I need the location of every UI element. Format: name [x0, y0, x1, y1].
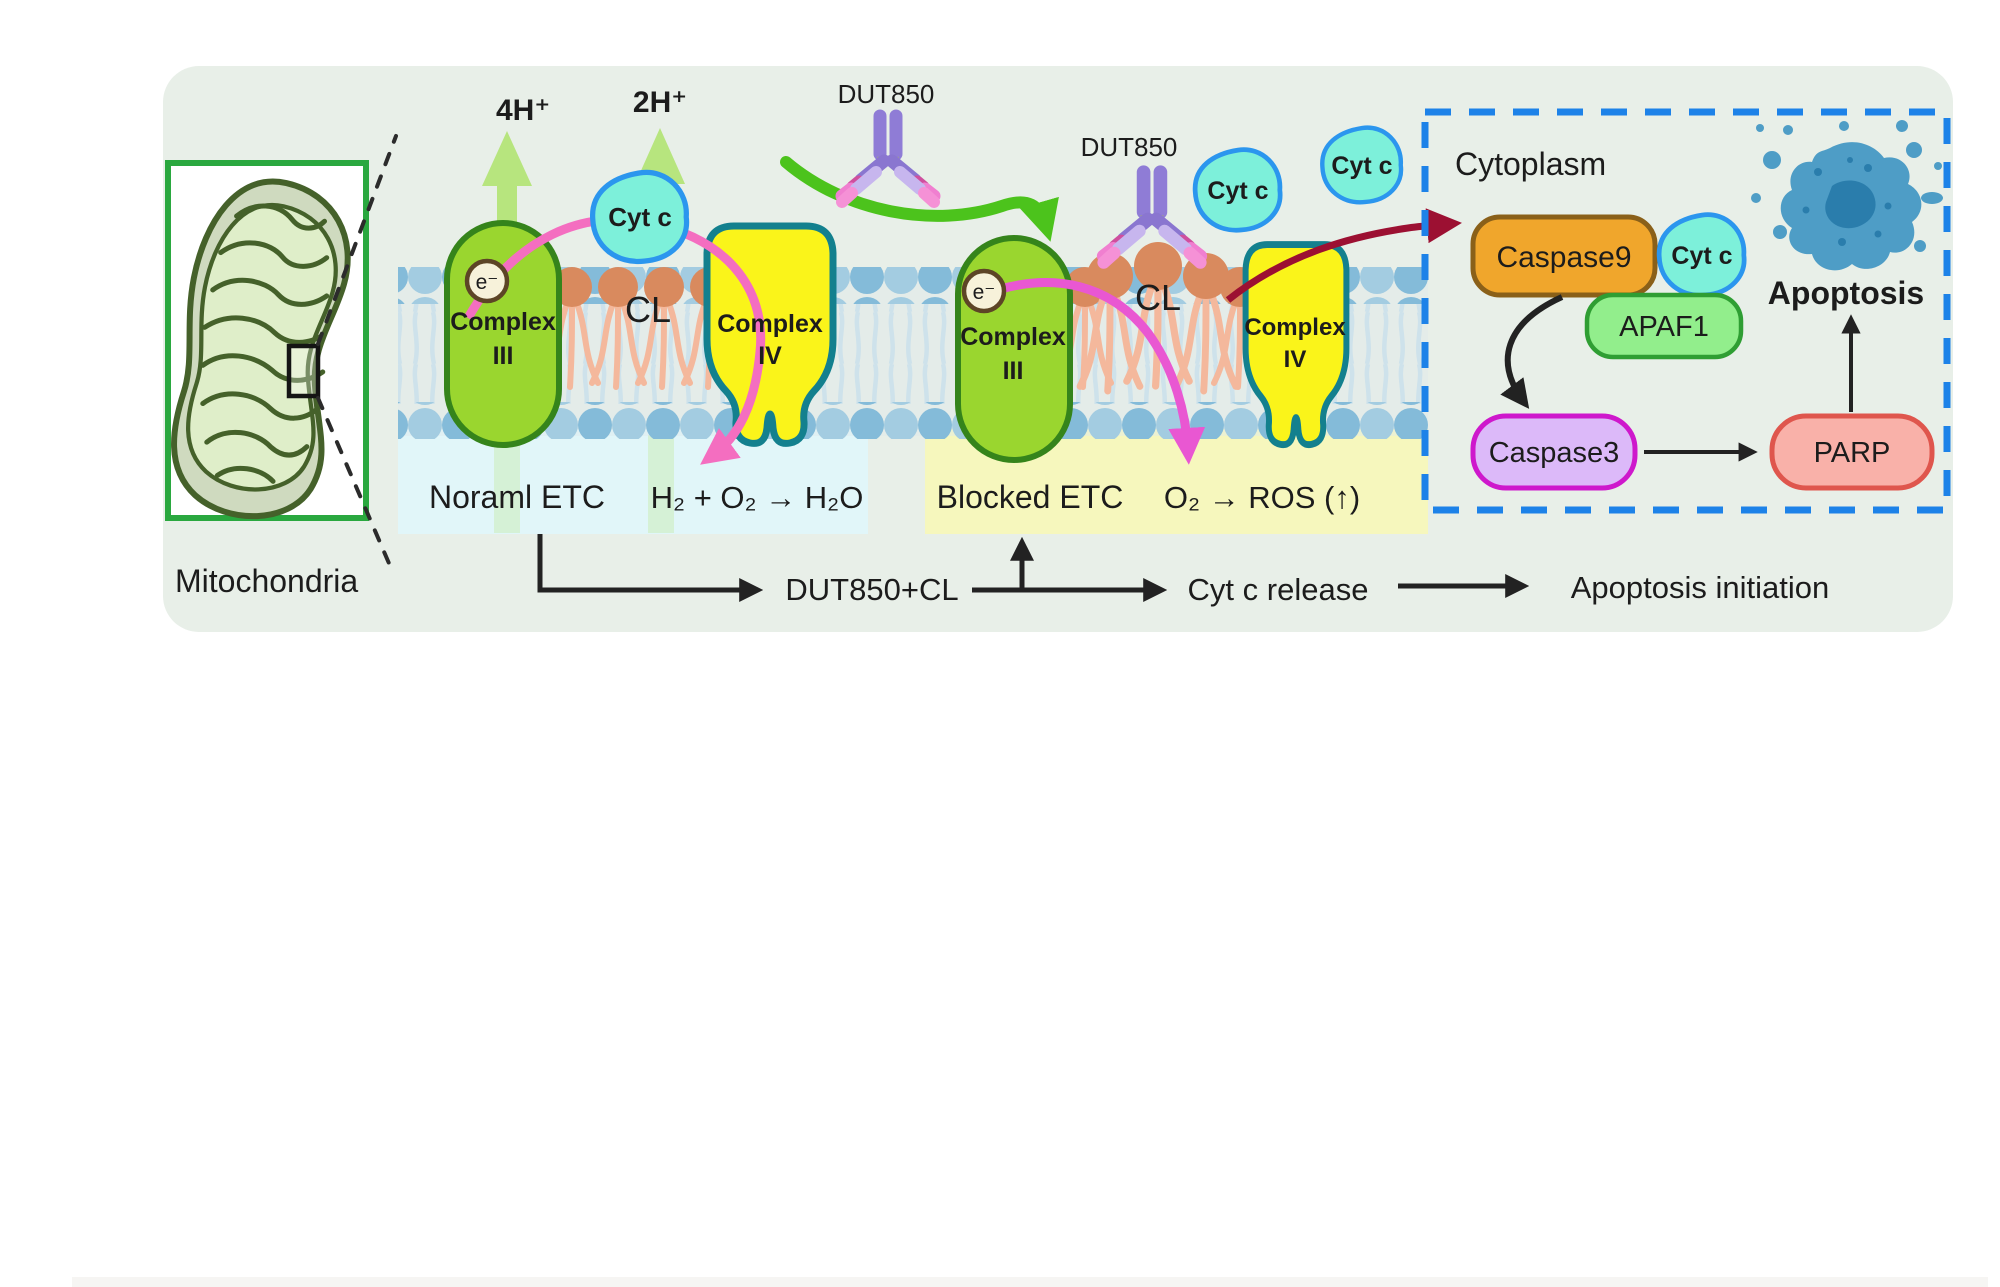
cardiolipin-label-normal: CL [625, 289, 671, 330]
complex3-normal-label-2: III [493, 342, 514, 370]
cytc-released-1: Cyt c [1195, 150, 1280, 231]
flow-step1-label: DUT850+CL [785, 572, 958, 607]
complex3-normal-label-1: Complex [450, 308, 556, 336]
cytoplasm-box [1421, 108, 1951, 514]
apaf1-label: APAF1 [1619, 311, 1709, 343]
cytc-release-arrow [1225, 208, 1462, 303]
complex4-normal-label-1: Complex [717, 310, 823, 338]
electron-flow-arrow-normal [464, 215, 766, 465]
caspase9-label: Caspase9 [1496, 241, 1631, 274]
cytc-cytoplasm-label: Cyt c [1671, 242, 1732, 270]
electron-badge-blocked: e⁻ [961, 268, 1007, 314]
caspase3-node: Caspase3 [1470, 413, 1638, 491]
mitochondria-illustration [167, 174, 356, 524]
proton-label-2h: 2H⁺ [633, 86, 687, 119]
parp-label: PARP [1814, 437, 1891, 469]
complex4-blocked-label-2: IV [1284, 346, 1307, 373]
flow-step3-label: Apoptosis initiation [1571, 570, 1830, 605]
cytc-released-1-label: Cyt c [1207, 177, 1268, 205]
normal-etc-label: Noraml ETC [429, 479, 605, 515]
electron-label-normal: e⁻ [476, 271, 499, 294]
summary-flow: DUT850+CL Cyt c release Apoptosis initia… [537, 534, 1830, 607]
ros-reaction-label: O₂ → ROS (↑) [1164, 480, 1360, 515]
apoptotic-cell-icon [1751, 120, 1943, 271]
dut850-label-top: DUT850 [838, 79, 935, 109]
cytc-cytoplasm: Cyt c [1659, 215, 1744, 296]
complex4-normal-label-2: IV [758, 342, 782, 370]
zoom-projection-line-bottom [316, 396, 393, 570]
flow-step2-label: Cyt c release [1188, 572, 1369, 607]
flow-elbow-arrow [537, 534, 764, 603]
mitochondria-label: Mitochondria [175, 563, 358, 599]
caspase9-to-caspase3-arrow [1500, 294, 1564, 409]
dut850-delivery-arrow [780, 156, 1059, 242]
complex4-blocked-label-1: Complex [1244, 314, 1346, 341]
apaf1-node: APAF1 [1584, 292, 1744, 360]
cytc-released-2-label: Cyt c [1331, 152, 1392, 180]
electron-badge-normal: e⁻ [464, 258, 510, 304]
cytoplasm-label: Cytoplasm [1455, 146, 1606, 182]
caspase9-node: Caspase9 [1470, 214, 1658, 298]
cardiolipin-label-blocked: CL [1135, 277, 1181, 318]
caspase3-label: Caspase3 [1489, 437, 1620, 469]
cytc-normal-label: Cyt c [608, 202, 672, 232]
bottom-edge-strip [72, 1277, 1988, 1287]
complex3-blocked-label-1: Complex [960, 323, 1066, 351]
water-reaction-label: H₂ + O₂ → H₂O [651, 480, 864, 515]
electron-label-blocked: e⁻ [973, 281, 996, 304]
apoptosis-label: Apoptosis [1768, 275, 1924, 311]
zoom-region-rect [286, 343, 321, 399]
blocked-etc-label: Blocked ETC [937, 479, 1124, 515]
complex3-blocked-label-2: III [1003, 357, 1024, 385]
proton-label-4h: 4H⁺ [496, 94, 550, 127]
cytc-released-2: Cyt c [1322, 128, 1401, 203]
electron-leak-arrow-blocked [986, 278, 1206, 465]
dut850-label-bound: DUT850 [1081, 132, 1178, 162]
cytc-normal: Cyt c [593, 172, 687, 261]
parp-node: PARP [1769, 413, 1935, 491]
